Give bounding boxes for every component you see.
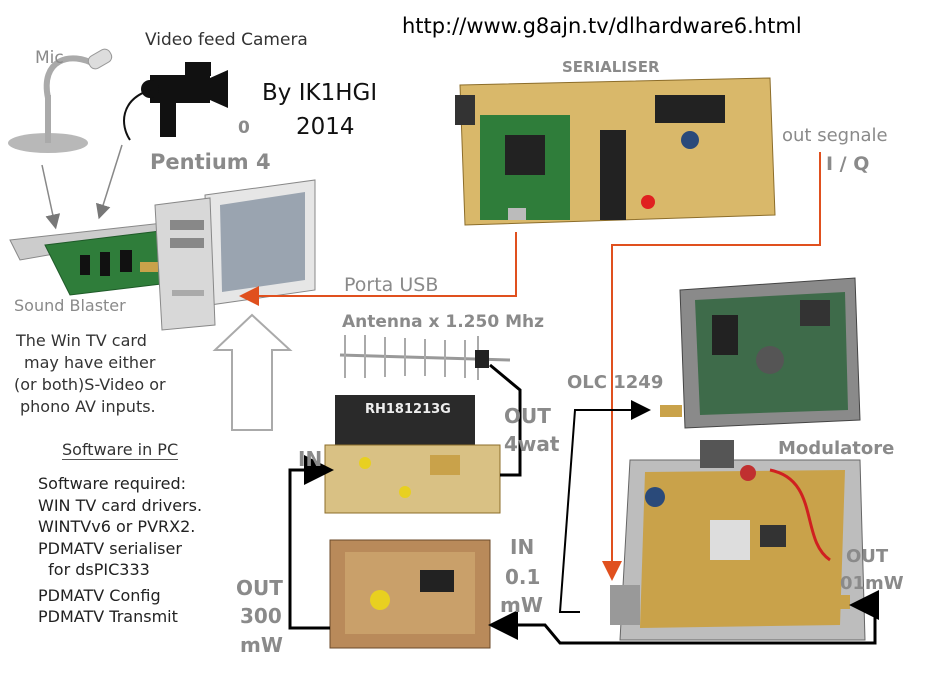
software-line: for dsPIC333: [38, 560, 150, 579]
amp-chip-label: RH181213G: [365, 402, 451, 417]
software-line: WIN TV card drivers.: [38, 495, 203, 515]
out-01mw-label-2: 01mW: [840, 573, 904, 594]
wintv-note-line: The Win TV card: [16, 331, 147, 350]
pa-to-antenna-line: [489, 363, 522, 477]
in-01-label-3: mW: [500, 593, 543, 617]
amp-in-label: IN: [298, 447, 323, 471]
camera-label: Video feed Camera: [145, 30, 308, 50]
camera-icon: [123, 62, 228, 141]
software-line: WINTVv6 or PVRX2.: [38, 517, 196, 536]
mic-connector: [41, 164, 61, 230]
software-title: Software in PC: [62, 440, 179, 460]
serialiser-board: [455, 77, 776, 226]
out-4w-label-2: 4wat: [504, 432, 560, 456]
camera-connector: [95, 144, 123, 220]
mic-label: Mic: [35, 48, 64, 68]
olc-board: [660, 277, 861, 429]
software-line: Software required:: [38, 474, 187, 493]
software-arrow: [212, 313, 293, 431]
driver-to-pa-line: [288, 455, 334, 630]
serialiser-label: SERIALISER: [562, 58, 660, 76]
out-300-label-1: OUT: [236, 576, 283, 600]
wintv-note: The Win TV card may have either (or both…: [14, 330, 166, 418]
source-url[interactable]: http://www.g8ajn.tv/dlhardware6.html: [402, 14, 802, 38]
out-300-label-2: 300: [240, 604, 282, 628]
author-label: By IK1HGI: [262, 80, 378, 106]
out-01mw-label-1: OUT: [846, 546, 889, 567]
modulator-board: [610, 440, 866, 641]
software-line: PDMATV serialiser: [38, 538, 182, 558]
sound-blaster-label: Sound Blaster: [14, 296, 126, 315]
antenna-icon: [339, 335, 511, 380]
out-4w-label-1: OUT: [504, 404, 551, 428]
software-line: PDMATV Transmit: [38, 607, 178, 626]
in-01-label-2: 0.1: [505, 565, 541, 589]
usb-arrow: [239, 232, 517, 306]
software-list: Software required: WIN TV card drivers. …: [38, 473, 202, 628]
zero-label: 0: [238, 118, 250, 138]
wintv-note-line: phono AV inputs.: [20, 397, 156, 416]
modulatore-label: Modulatore: [778, 438, 895, 459]
iq-label: I / Q: [826, 153, 870, 175]
year-label: 2014: [296, 114, 355, 140]
pentium-label: Pentium 4: [150, 150, 271, 174]
software-line: PDMATV Config: [38, 585, 161, 605]
out-segnale-label: out segnale: [782, 125, 888, 146]
in-01-label-1: IN: [510, 535, 535, 559]
antenna-label: Antenna x 1.250 Mhz: [342, 312, 544, 332]
microphone-icon: [8, 48, 113, 153]
usb-port-label: Porta USB: [344, 274, 439, 296]
pc-icon: [154, 179, 316, 331]
wintv-note-line: (or both)S-Video or: [14, 375, 166, 394]
olc-label: OLC 1249: [567, 372, 664, 393]
wintv-note-line: may have either: [24, 353, 156, 372]
driver-amplifier: [329, 539, 491, 649]
out-300-label-3: mW: [240, 633, 283, 657]
power-amplifier: [324, 395, 501, 514]
olc-arrow: [558, 400, 651, 613]
